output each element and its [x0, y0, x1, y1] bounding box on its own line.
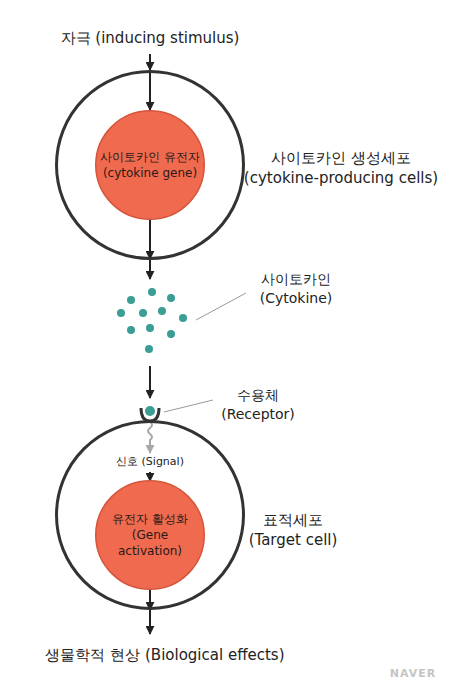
- circle-shape: [57, 422, 244, 609]
- circle-shape: [96, 111, 205, 220]
- flow-label: 수용체 (Receptor): [213, 386, 303, 424]
- circle-shape: [57, 72, 244, 259]
- cytokine-dot: [179, 314, 187, 322]
- nucleus-text-wrap: 사이토카인 유전자 (cytokine gene): [95, 110, 205, 220]
- nucleus-circle: 사이토카인 유전자 (cytokine gene): [95, 110, 205, 220]
- leader-line: [164, 400, 213, 412]
- cell-circle: 사이토카인 생성세포 (cytokine-producing cells)사이토…: [55, 70, 245, 260]
- signal-arrow: [148, 422, 152, 453]
- circle-shape: [96, 481, 205, 590]
- flow-label: 자극 (inducing stimulus): [30, 28, 270, 48]
- cytokine-dots: [117, 288, 187, 353]
- nucleus-circle: 유전자 활성화 (Gene activation): [95, 480, 205, 590]
- nucleus-label: 유전자 활성화 (Gene activation): [100, 511, 200, 560]
- flow-arrow: [149, 366, 151, 398]
- cytokine-dot: [139, 309, 147, 317]
- cell-heading: 사이토카인 생성세포 (cytokine-producing cells): [241, 148, 441, 189]
- nucleus-text-wrap: 유전자 활성화 (Gene activation): [95, 480, 205, 590]
- flow-arrow: [149, 472, 151, 481]
- cytokine-dot: [148, 288, 156, 296]
- flow-arrow: [149, 259, 151, 279]
- cytokine-dot: [167, 294, 175, 302]
- watermark: NAVER: [380, 667, 446, 682]
- nucleus-label: 사이토카인 유전자 (cytokine gene): [100, 149, 200, 181]
- flow-label: 생물학적 현상 (Biological effects): [10, 645, 320, 665]
- cytokine-dot: [145, 345, 153, 353]
- flow-arrow: [149, 610, 151, 634]
- cell-heading: 표적세포 (Target cell): [243, 510, 343, 551]
- cytokine-dot: [167, 330, 175, 338]
- flow-arrow: [149, 220, 151, 259]
- cytokine-dot: [146, 324, 154, 332]
- flow-label: 사이토카인 (Cytokine): [246, 270, 346, 308]
- circle-outline: [95, 110, 205, 220]
- flow-label: 신호 (Signal): [90, 455, 210, 470]
- bound-cytokine: [145, 406, 155, 416]
- flow-arrow: [149, 54, 151, 70]
- leader-line: [196, 293, 246, 320]
- cytokine-dot: [117, 309, 125, 317]
- cell-circle: 표적세포 (Target cell)유전자 활성화 (Gene activati…: [55, 420, 245, 610]
- cytokine-dot: [158, 307, 166, 315]
- receptor-symbol: [141, 408, 159, 421]
- cytokine-dot: [127, 326, 135, 334]
- cytokine-dot: [127, 296, 135, 304]
- flow-arrow: [149, 70, 151, 110]
